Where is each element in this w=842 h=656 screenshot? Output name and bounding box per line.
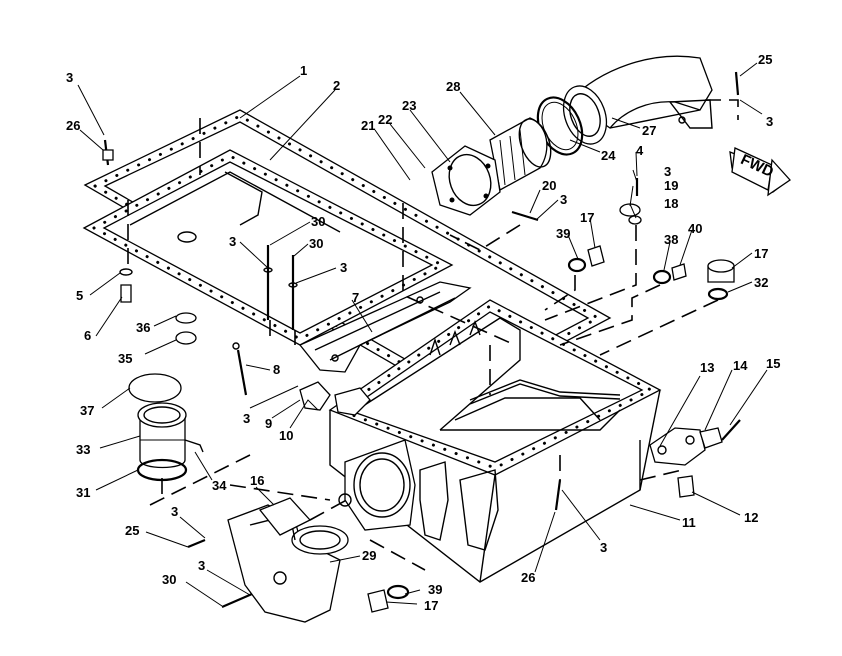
callout-30: 30 [162,572,176,587]
callout-24: 24 [601,148,616,163]
callout-3: 3 [198,558,205,573]
callout-17: 17 [580,210,594,225]
callout-36: 36 [136,320,150,335]
filter-housing [128,373,204,482]
callout-19: 19 [664,178,678,193]
callout-29: 29 [362,548,376,563]
callout-18: 18 [664,196,678,211]
callout-17: 17 [754,246,768,261]
callout-5: 5 [76,288,83,303]
callout-31: 31 [76,485,90,500]
callout-labels: 3 26 1 2 21 22 23 28 25 3 27 24 4 3 19 1… [66,52,780,613]
callout-8: 8 [273,362,280,377]
callout-40: 40 [688,221,702,236]
callout-33: 33 [76,442,90,457]
callout-23: 23 [402,98,416,113]
callout-3: 3 [600,540,607,555]
callout-39: 39 [428,582,442,597]
callout-28: 28 [446,79,460,94]
air-elbow [562,55,713,145]
callout-20: 20 [542,178,556,193]
callout-25: 25 [758,52,772,67]
callout-16: 16 [250,473,264,488]
assembly-lines [127,99,739,571]
callout-39: 39 [556,226,570,241]
forward-arrow: FWD [729,147,791,197]
callout-26: 26 [66,118,80,133]
callout-4: 4 [636,143,644,158]
callout-30: 30 [311,214,325,229]
callout-10: 10 [279,428,293,443]
callout-3: 3 [560,192,567,207]
callout-3: 3 [229,234,236,249]
callout-27: 27 [642,123,656,138]
callout-9: 9 [265,416,272,431]
callout-6: 6 [84,328,91,343]
callout-34: 34 [212,478,227,493]
callout-38: 38 [664,232,678,247]
callout-3: 3 [66,70,73,85]
callout-11: 11 [682,515,696,530]
callout-3: 3 [664,164,671,179]
callout-3: 3 [171,504,178,519]
callout-32: 32 [754,275,768,290]
callout-3: 3 [340,260,347,275]
right-hardware [367,71,741,613]
callout-21: 21 [361,118,375,133]
callout-2: 2 [333,78,340,93]
callout-3: 3 [243,411,250,426]
callout-17: 17 [424,598,438,613]
callout-14: 14 [733,358,748,373]
duct-tube [489,117,552,191]
callout-26: 26 [521,570,535,585]
callout-35: 35 [118,351,132,366]
callout-15: 15 [766,356,780,371]
flange-plate [431,145,501,216]
callout-7: 7 [352,290,359,305]
callout-12: 12 [744,510,758,525]
callout-30: 30 [309,236,323,251]
callout-13: 13 [700,360,714,375]
callout-3: 3 [766,114,773,129]
callout-25: 25 [125,523,139,538]
callout-22: 22 [378,112,392,127]
callout-1: 1 [300,63,307,78]
leader-lines [77,62,768,607]
oil-pan [328,299,662,583]
left-hardware [102,139,371,609]
callout-37: 37 [80,403,94,418]
